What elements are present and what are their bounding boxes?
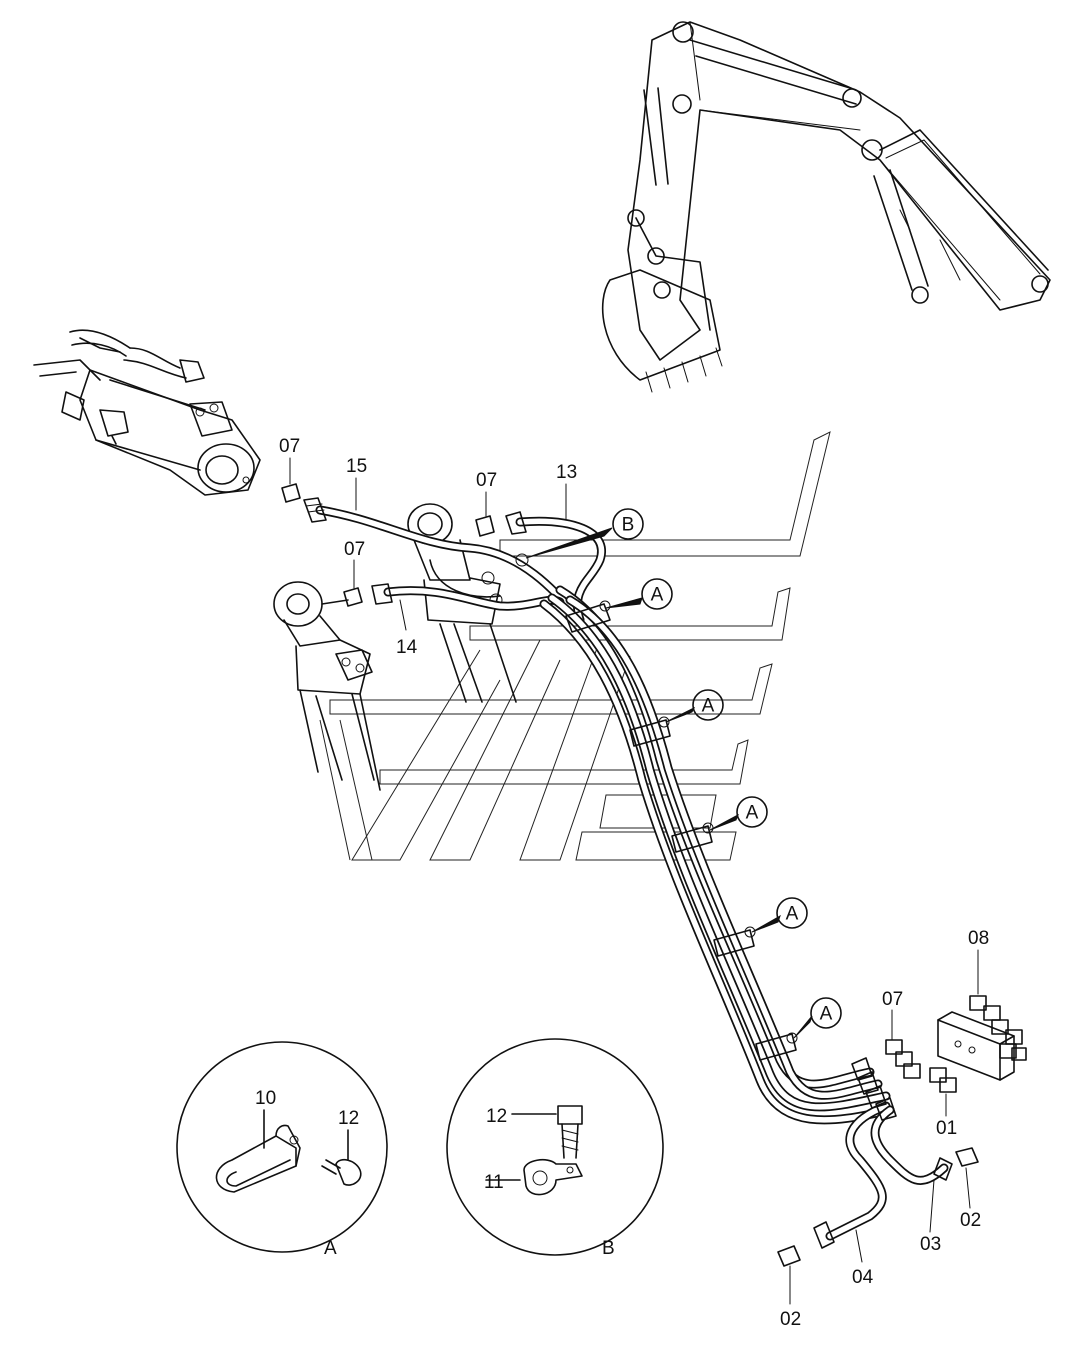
plug-02	[777, 1147, 979, 1267]
callout-a-label: A	[746, 803, 759, 824]
background-outline	[319, 431, 831, 861]
callout-a-label: A	[651, 585, 664, 606]
part-label-07: 07	[279, 436, 300, 457]
part-label-02: 02	[960, 1210, 981, 1231]
callout-a-1: A	[641, 578, 673, 610]
part-label-07: 07	[344, 539, 365, 560]
end-fittings	[851, 1057, 897, 1121]
callout-a-label: A	[786, 904, 799, 925]
left-cylinder	[273, 581, 381, 791]
detail-a-caption: A	[324, 1238, 337, 1259]
pipes-03-04	[813, 1101, 953, 1249]
detail-a-part-10: 10	[255, 1088, 276, 1109]
callout-a-3: A	[736, 796, 768, 828]
hose-clamps	[515, 553, 798, 1061]
part-label-02: 02	[780, 1309, 801, 1330]
part-label-15: 15	[346, 456, 367, 477]
detail-view-a: 10 12 A	[176, 1041, 388, 1259]
callout-a-5: A	[810, 997, 842, 1029]
junction-block	[885, 995, 1027, 1093]
leader-lines	[289, 457, 979, 1305]
detail-b-caption: B	[602, 1238, 615, 1259]
hose-13	[505, 511, 606, 625]
main-cylinder-assembly	[33, 329, 261, 496]
callout-a-label: A	[702, 696, 715, 717]
part-label-14: 14	[396, 637, 418, 658]
detail-a-part-12: 12	[338, 1108, 359, 1129]
callout-b: B	[612, 508, 644, 540]
part-label-03: 03	[920, 1234, 941, 1255]
part-label-04: 04	[852, 1267, 874, 1288]
callout-a-label: A	[820, 1004, 833, 1025]
callout-b-label: B	[622, 515, 635, 536]
connector-fittings	[281, 483, 495, 607]
detail-b-part-11: 11	[484, 1172, 504, 1193]
detail-b-part-12: 12	[486, 1106, 507, 1127]
part-label-07: 07	[476, 470, 497, 491]
part-label-13: 13	[556, 462, 577, 483]
callout-a-4: A	[776, 897, 808, 929]
part-label-08: 08	[968, 928, 989, 949]
detail-view-b: 12 11 B	[446, 1038, 664, 1259]
hose-15	[303, 497, 585, 625]
excavator-overview	[601, 21, 1051, 393]
main-hose-bundle	[539, 585, 895, 1125]
part-labels: 07 15 07 13 07 14 08 07 01 02 03 04 02	[279, 436, 989, 1330]
part-label-07: 07	[882, 989, 903, 1010]
callout-a-2: A	[692, 689, 724, 721]
part-label-01: 01	[936, 1118, 957, 1139]
